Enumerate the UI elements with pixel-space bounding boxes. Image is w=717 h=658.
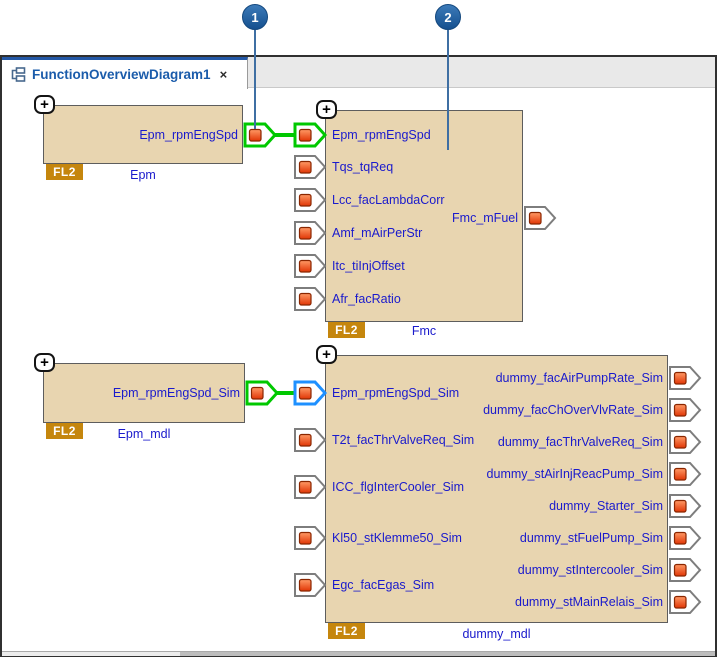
input-port-icon-selected[interactable] <box>293 380 327 406</box>
port-row-dummy-output-1: dummy_facChOverVlvRate_Sim <box>380 397 702 423</box>
tab-close-icon[interactable]: × <box>219 67 228 82</box>
port-row-dummy-output-3: dummy_stAirInjReacPump_Sim <box>380 461 702 487</box>
port-row-dummy-output-2: dummy_facThrValveReq_Sim <box>380 429 702 455</box>
port-label: Amf_mAirPerStr <box>332 226 423 240</box>
input-port-icon[interactable] <box>293 154 327 180</box>
block-epm-mdl[interactable] <box>43 363 245 423</box>
block-name-epm: Epm <box>130 168 156 182</box>
port-label: dummy_facAirPumpRate_Sim <box>495 371 663 385</box>
block-dummy-mdl[interactable] <box>325 355 668 623</box>
output-port-icon[interactable] <box>668 461 702 487</box>
port-label: T2t_facThrValveReq_Sim <box>332 433 475 447</box>
block-name-dummy-mdl: dummy_mdl <box>462 627 531 641</box>
type-badge-fmc: FL2 <box>328 322 365 338</box>
type-badge-epm-mdl: FL2 <box>46 423 83 439</box>
input-port-icon[interactable] <box>293 220 327 246</box>
input-port-icon[interactable] <box>293 572 327 598</box>
port-label: Tqs_tqReq <box>332 160 394 174</box>
port-row-dummy-input-3: Kl50_stKlemme50_Sim <box>293 525 462 551</box>
port-row-dummy-output-5: dummy_stFuelPump_Sim <box>380 525 702 551</box>
port-label: dummy_stAirInjReacPump_Sim <box>486 467 663 481</box>
type-badge-dummy-mdl: FL2 <box>328 623 365 639</box>
port-row-fmc-input-0: Epm_rpmEngSpd <box>293 122 431 148</box>
port-label: ICC_flgInterCooler_Sim <box>332 480 464 494</box>
callout-badge-2: 2 <box>435 4 461 30</box>
callout-line-1 <box>254 30 256 129</box>
tab-function-overview-diagram1[interactable]: FunctionOverviewDiagram1 × <box>2 57 248 89</box>
block-name-epm-mdl: Epm_mdl <box>117 427 171 441</box>
port-label: dummy_stMainRelais_Sim <box>515 595 663 609</box>
port-row-dummy-input-4: Egc_facEgas_Sim <box>293 572 434 598</box>
port-row-epm-output: Epm_rpmEngSpd <box>40 122 277 148</box>
input-port-icon[interactable] <box>293 474 327 500</box>
connection-wire-epm-mdl-dummy-mdl[interactable] <box>277 391 294 395</box>
input-port-icon[interactable] <box>293 525 327 551</box>
port-row-dummy-output-0: dummy_facAirPumpRate_Sim <box>380 365 702 391</box>
input-port-icon[interactable] <box>293 427 327 453</box>
callout-line-2 <box>447 30 449 150</box>
port-label: Fmc_mFuel <box>452 211 518 225</box>
output-port-icon[interactable] <box>668 589 702 615</box>
port-row-dummy-input-2: ICC_flgInterCooler_Sim <box>293 474 464 500</box>
port-row-dummy-input-0: Epm_rpmEngSpd_Sim <box>293 380 459 406</box>
expand-button-dummy-mdl[interactable]: + <box>316 345 337 364</box>
port-row-fmc-output: Fmc_mFuel <box>340 205 557 231</box>
output-port-icon-highlighted[interactable] <box>245 380 279 406</box>
diagram-icon <box>11 67 26 82</box>
horizontal-scrollbar[interactable] <box>2 651 715 656</box>
block-fmc[interactable] <box>325 110 523 322</box>
output-port-icon-highlighted[interactable] <box>243 122 277 148</box>
callout-badge-1: 1 <box>242 4 268 30</box>
port-label: Egc_facEgas_Sim <box>332 578 435 592</box>
port-row-fmc-input-3: Amf_mAirPerStr <box>293 220 422 246</box>
expand-button-epm[interactable]: + <box>34 95 55 114</box>
input-port-icon-highlighted[interactable] <box>293 122 327 148</box>
output-port-icon[interactable] <box>523 205 557 231</box>
port-label: Epm_rpmEngSpd <box>332 128 431 142</box>
port-row-fmc-input-1: Tqs_tqReq <box>293 154 393 180</box>
port-label: Epm_rpmEngSpd_Sim <box>332 386 460 400</box>
output-port-icon[interactable] <box>668 493 702 519</box>
port-row-dummy-output-4: dummy_Starter_Sim <box>380 493 702 519</box>
port-label: Kl50_stKlemme50_Sim <box>332 531 462 545</box>
port-label: Itc_tiInjOffset <box>332 259 405 273</box>
port-label: dummy_facThrValveReq_Sim <box>497 435 663 449</box>
port-label: dummy_stIntercooler_Sim <box>517 563 663 577</box>
output-port-icon[interactable] <box>668 365 702 391</box>
port-row-fmc-input-4: Itc_tiInjOffset <box>293 253 405 279</box>
port-label: dummy_facChOverVlvRate_Sim <box>483 403 663 417</box>
block-name-fmc: Fmc <box>411 324 437 338</box>
port-label: Epm_rpmEngSpd_Sim <box>112 386 240 400</box>
port-row-fmc-input-5: Afr_facRatio <box>293 286 401 312</box>
block-epm[interactable] <box>43 105 243 164</box>
port-label: Lcc_facLambdaCorr <box>332 193 445 207</box>
tab-title: FunctionOverviewDiagram1 <box>32 67 211 82</box>
port-row-dummy-input-1: T2t_facThrValveReq_Sim <box>293 427 474 453</box>
input-port-icon[interactable] <box>293 187 327 213</box>
output-port-icon[interactable] <box>668 557 702 583</box>
horizontal-scrollbar-thumb[interactable] <box>180 652 715 656</box>
port-label: dummy_stFuelPump_Sim <box>519 531 663 545</box>
port-row-fmc-input-2: Lcc_facLambdaCorr <box>293 187 445 213</box>
output-port-icon[interactable] <box>668 429 702 455</box>
output-port-icon[interactable] <box>668 397 702 423</box>
port-row-dummy-output-6: dummy_stIntercooler_Sim <box>380 557 702 583</box>
connection-wire-epm-fmc[interactable] <box>274 133 294 137</box>
type-badge-epm: FL2 <box>46 164 83 180</box>
port-row-epm-mdl-output: Epm_rpmEngSpd_Sim <box>40 380 279 406</box>
expand-button-fmc[interactable]: + <box>316 100 337 119</box>
output-port-icon[interactable] <box>668 525 702 551</box>
input-port-icon[interactable] <box>293 253 327 279</box>
port-label: Afr_facRatio <box>332 292 401 306</box>
port-row-dummy-output-7: dummy_stMainRelais_Sim <box>380 589 702 615</box>
port-label: dummy_Starter_Sim <box>549 499 663 513</box>
expand-button-epm-mdl[interactable]: + <box>34 353 55 372</box>
input-port-icon[interactable] <box>293 286 327 312</box>
port-label: Epm_rpmEngSpd <box>139 128 238 142</box>
